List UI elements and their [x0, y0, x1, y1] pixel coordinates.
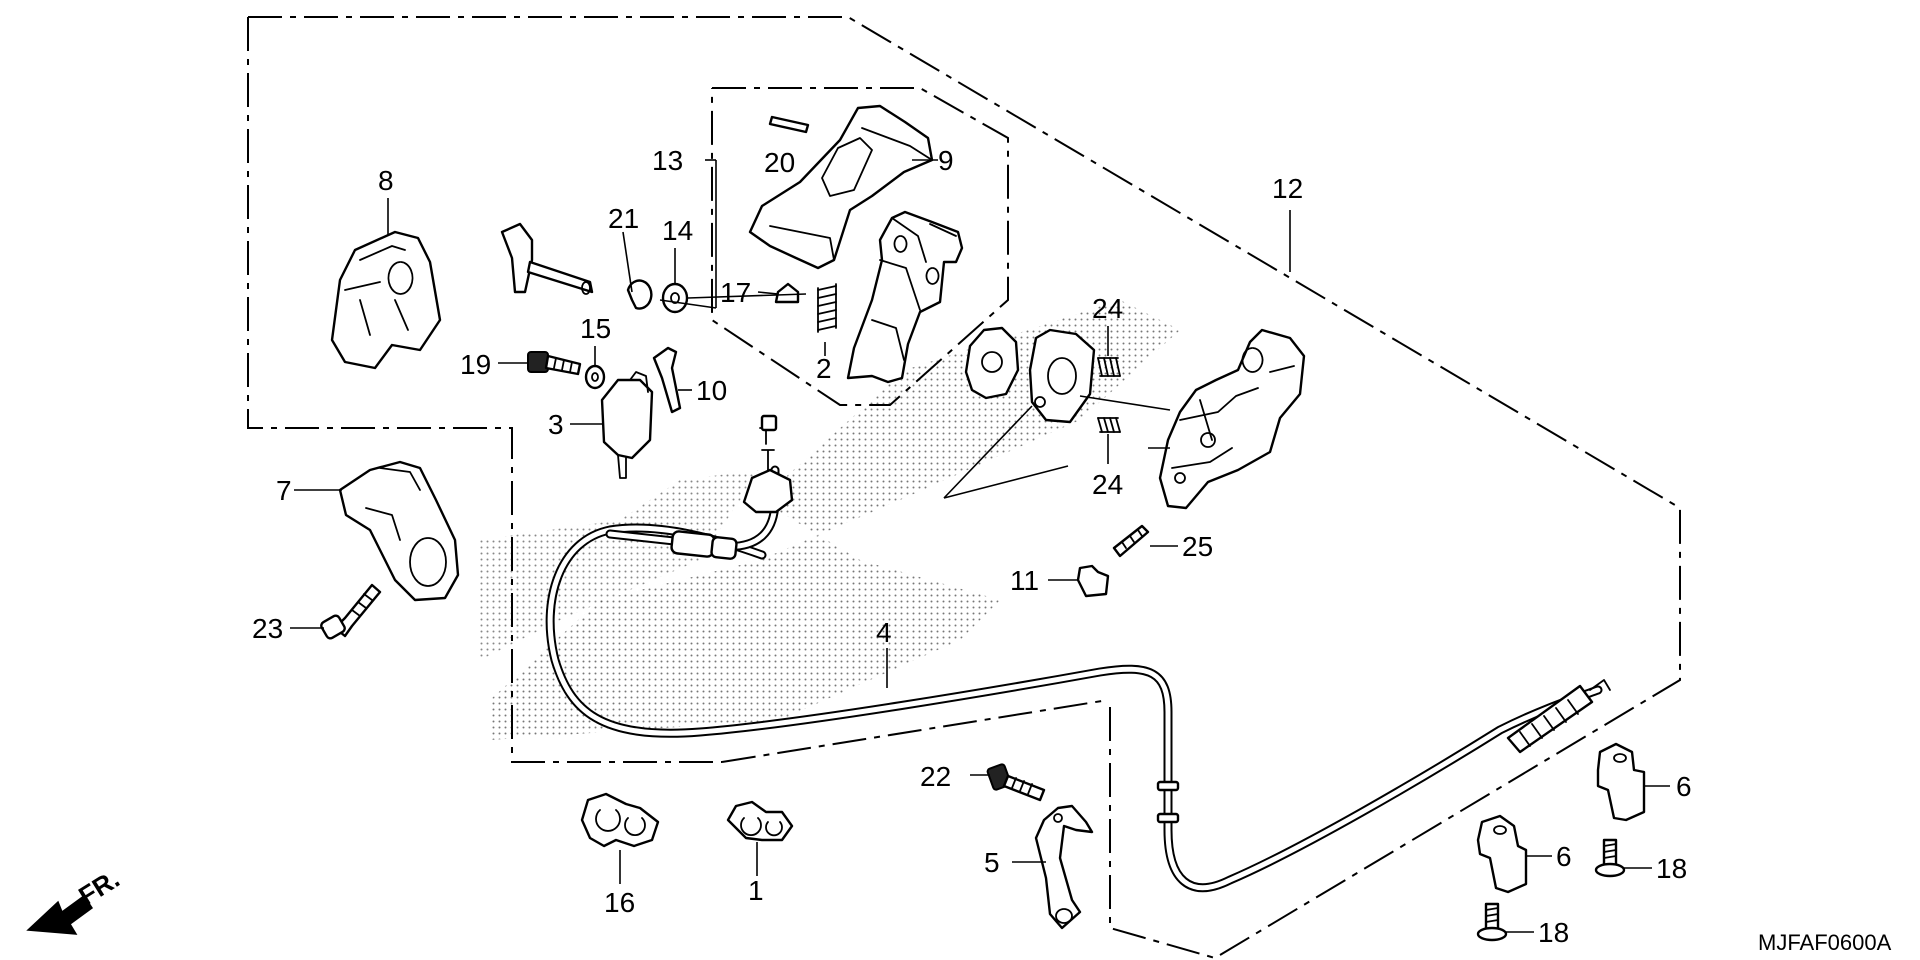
rotor — [964, 326, 1020, 400]
part-19-bolt — [527, 351, 582, 376]
callout-8: 8 — [378, 165, 394, 196]
part-6a-clamp — [1596, 742, 1646, 822]
part-9-handle — [748, 104, 934, 270]
part-4-cable — [545, 414, 1611, 893]
callout-23: 23 — [252, 613, 283, 644]
cam — [1028, 328, 1096, 424]
callout-24b: 24 — [1092, 469, 1123, 500]
part-18a-screw — [1594, 838, 1626, 878]
callout-18b: 18 — [1538, 917, 1569, 948]
callout-4: 4 — [876, 617, 892, 648]
part-23-bolt — [320, 583, 382, 640]
callout-7: 7 — [276, 475, 292, 506]
part-6b-clamp — [1476, 814, 1528, 894]
callout-13: 13 — [652, 145, 683, 176]
lock-housing — [1158, 328, 1306, 510]
callout-12: 12 — [1272, 173, 1303, 204]
part-3-switch — [600, 371, 654, 479]
callout-14: 14 — [662, 215, 693, 246]
callout-10: 10 — [696, 375, 727, 406]
callout-11: 11 — [1010, 565, 1039, 596]
callout-1: 1 — [748, 875, 764, 906]
callout-21: 21 — [608, 203, 639, 234]
callout-22: 22 — [920, 761, 951, 792]
callout-6b: 6 — [1556, 841, 1572, 872]
callout-6a: 6 — [1676, 771, 1692, 802]
part-14-washer — [661, 282, 689, 314]
callout-18a: 18 — [1656, 853, 1687, 884]
callout-5: 5 — [984, 847, 1000, 878]
part-25-pin — [1112, 524, 1150, 558]
arrow-icon — [26, 894, 94, 935]
callout-25: 25 — [1182, 531, 1213, 562]
callout-17: 17 — [720, 277, 751, 308]
part-16-clip — [580, 792, 660, 848]
part-10-spring — [652, 346, 682, 414]
part-5-stay — [1034, 804, 1094, 930]
part-24a-spring — [1097, 357, 1121, 377]
part-8-cover — [330, 230, 442, 370]
callout-3: 3 — [548, 409, 564, 440]
callout-24a: 24 — [1092, 293, 1123, 324]
part-18b-screw — [1476, 902, 1508, 942]
part-20-pin — [768, 115, 810, 134]
callout-15: 15 — [580, 313, 611, 344]
drawing-code: MJFAF0600A — [1758, 930, 1892, 955]
callout-2: 2 — [816, 353, 832, 384]
part-21-clip — [626, 279, 653, 310]
assembly-boundaries — [247, 16, 1681, 960]
part-11-clip — [1076, 564, 1110, 598]
part-15-washer — [584, 364, 606, 390]
leader-lines — [290, 159, 1670, 933]
callout-20: 20 — [764, 147, 795, 178]
front-direction-marker: FR. — [26, 863, 125, 935]
lever-pin — [500, 222, 594, 295]
callout-labels: 1 2 3 4 5 6 6 7 8 9 10 11 12 13 14 15 16… — [252, 145, 1692, 948]
lever-bracket — [846, 210, 964, 384]
part-2-spring — [817, 283, 837, 333]
part-7-clamp — [338, 460, 460, 602]
part-1-clip — [726, 800, 794, 842]
callout-19: 19 — [460, 349, 491, 380]
callout-16: 16 — [604, 887, 635, 918]
part-17-cap — [774, 282, 800, 304]
part-24b-spring — [1097, 417, 1121, 433]
callout-9: 9 — [938, 145, 954, 176]
part-22-bolt — [986, 763, 1046, 802]
